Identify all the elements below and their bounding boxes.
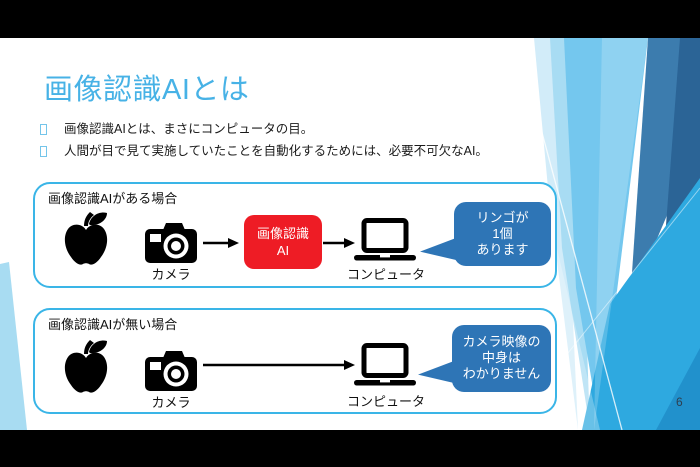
apple-icon (64, 212, 108, 265)
ai-box-line2: AI (276, 243, 290, 258)
bubble-line: リンゴが (476, 210, 529, 225)
bottom-letterbox (0, 430, 700, 467)
apple-icon (64, 340, 108, 393)
without-ai-case-box: 画像認識AIが無い場合 カメラ (33, 308, 557, 414)
bullet-item: 画像認識AIとは、まさにコンピュータの目。 (38, 122, 488, 137)
bullet-text: 人間が目で見て実施していたことを自動化するためには、必要不可欠なAI。 (64, 144, 488, 158)
bullet-item: 人間が目で見て実施していたことを自動化するためには、必要不可欠なAI。 (38, 144, 488, 159)
bullet-icon (40, 146, 47, 157)
computer-label: コンピュータ (346, 394, 425, 409)
laptop-icon (354, 343, 416, 386)
speech-bubble-result: カメラ映像の 中身は わかりません (418, 325, 551, 392)
speech-bubble-result: リンゴが 1個 あります (420, 202, 551, 266)
camera-label: カメラ (151, 267, 191, 282)
page-number: 6 (676, 395, 683, 409)
laptop-icon (354, 218, 416, 261)
long-arrow-icon (203, 360, 355, 370)
page-title: 画像認識AIとは (44, 74, 250, 106)
slide: 画像認識AIとは 画像認識AIとは、まさにコンピュータの目。 人間が目で見て実施… (0, 38, 700, 430)
camera-icon (145, 351, 197, 391)
case-label: 画像認識AIが無い場合 (48, 317, 178, 332)
bubble-line: 中身は (481, 350, 521, 365)
facet-background-decoration (0, 38, 700, 430)
arrow-icon (323, 238, 355, 248)
bubble-line: 1個 (492, 226, 513, 241)
speech-bubble-tail (418, 361, 454, 383)
computer-label: コンピュータ (346, 267, 425, 282)
camera-icon (145, 223, 197, 263)
speech-bubble-tail (420, 238, 456, 260)
bubble-line: あります (476, 242, 529, 257)
bullet-text: 画像認識AIとは、まさにコンピュータの目。 (64, 122, 314, 136)
bubble-line: カメラ映像の (462, 334, 541, 349)
camera-label: カメラ (151, 395, 191, 410)
bullet-icon (40, 124, 47, 135)
with-ai-case-box: 画像認識AIがある場合 カメラ 画像認識 AI (33, 182, 557, 288)
case-label: 画像認識AIがある場合 (48, 191, 178, 206)
bullet-list: 画像認識AIとは、まさにコンピュータの目。 人間が目で見て実施していたことを自動… (38, 122, 488, 166)
image-recognition-ai-box: 画像認識 AI (244, 215, 322, 269)
arrow-icon (203, 238, 239, 248)
ai-box-line1: 画像認識 (256, 226, 309, 241)
bubble-line: わかりません (462, 366, 541, 381)
top-letterbox (0, 0, 700, 38)
